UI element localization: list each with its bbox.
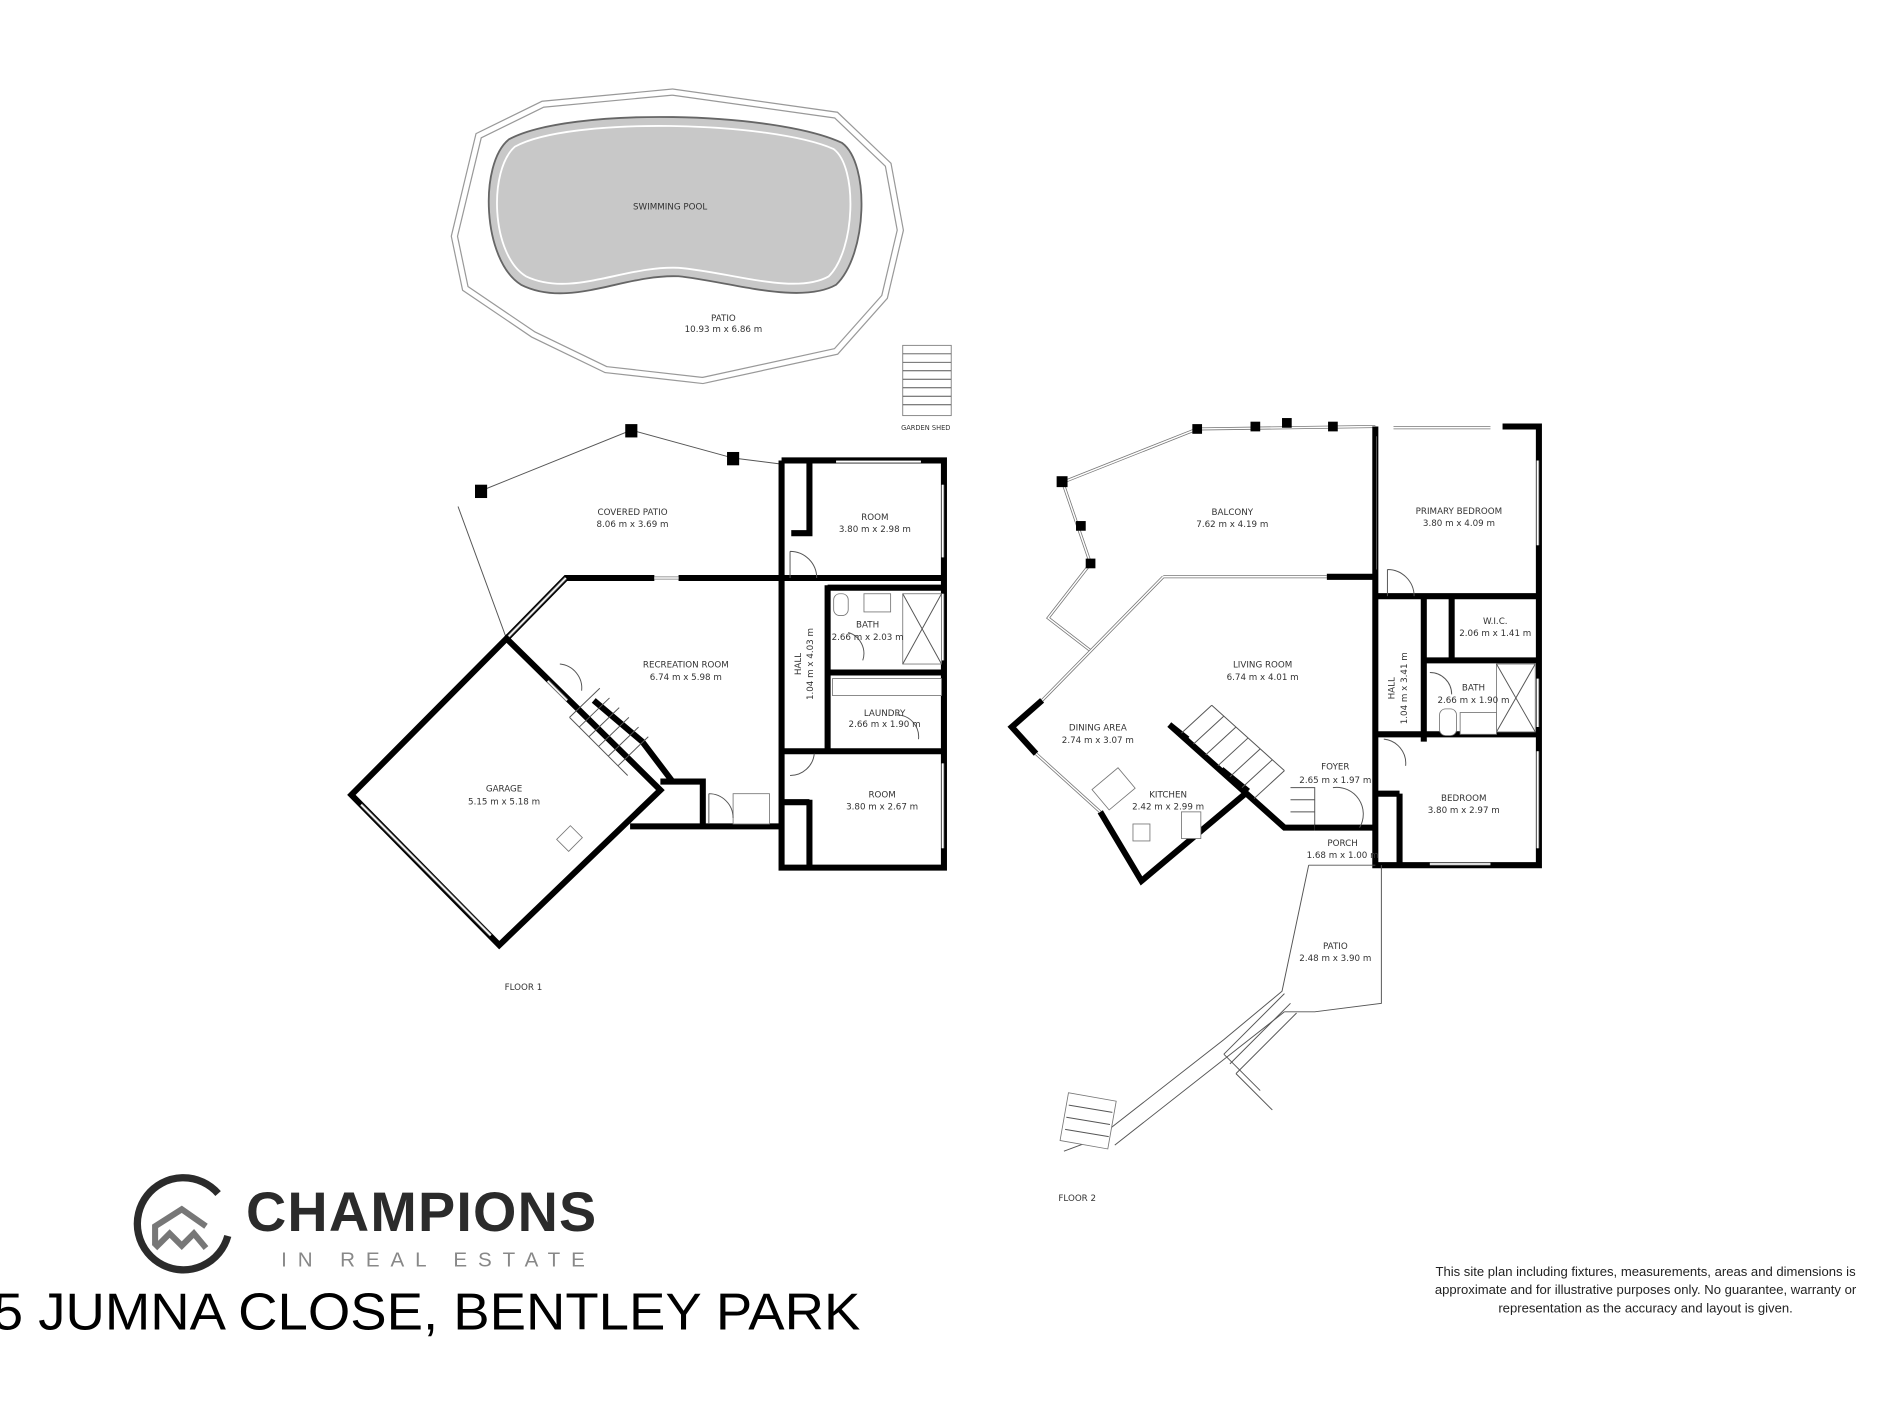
room-name: BALCONY	[1212, 508, 1254, 518]
room-name: PORCH	[1327, 839, 1357, 849]
room-size: 2.48 m x 3.90 m	[1299, 954, 1371, 964]
disclaimer: This site plan including fixtures, measu…	[1435, 1264, 1857, 1315]
room-name: PATIO	[1323, 942, 1348, 952]
room-size: 5.15 m x 5.18 m	[468, 798, 540, 808]
room-size: 2.66 m x 2.03 m	[832, 633, 904, 643]
room-name: KITCHEN	[1149, 790, 1187, 800]
room-size: 2.65 m x 1.97 m	[1299, 776, 1371, 786]
brand-tagline: IN REAL ESTATE	[281, 1248, 596, 1271]
garden-shed-label: GARDEN SHED	[901, 424, 950, 432]
pool-area: SWIMMING POOL PATIO 10.93 m x 6.86 m GAR…	[450, 88, 952, 432]
room-name: DINING AREA	[1069, 724, 1127, 734]
room-size: 7.62 m x 4.19 m	[1196, 520, 1268, 530]
room-name: COVERED PATIO	[597, 508, 667, 518]
patio-size: 10.93 m x 6.86 m	[685, 325, 763, 335]
patio-post	[475, 484, 488, 499]
room-size: 2.06 m x 1.41 m	[1459, 629, 1531, 639]
disclaimer-line: This site plan including fixtures, measu…	[1435, 1264, 1856, 1279]
pool-label: SWIMMING POOL	[633, 203, 707, 213]
room-name: BEDROOM	[1441, 794, 1487, 804]
logo-ring-icon	[133, 1174, 232, 1274]
room-size: 1.68 m x 1.00 m	[1307, 851, 1379, 861]
room-name: PRIMARY BEDROOM	[1416, 507, 1502, 517]
room-size: 1.04 m x 3.41 m	[1400, 652, 1410, 724]
room-size: 6.74 m x 5.98 m	[650, 673, 722, 683]
patio-post	[625, 424, 638, 438]
room-size: 8.06 m x 3.69 m	[596, 520, 668, 530]
patio-stairs	[1059, 993, 1297, 1150]
floor-2: BALCONY 7.62 m x 4.19 m PRIMARY BEDROOM …	[1007, 418, 1542, 1204]
room-name: FOYER	[1321, 762, 1349, 772]
room-name: HALL	[794, 653, 804, 675]
swimming-pool	[487, 116, 863, 295]
garden-shed: GARDEN SHED	[901, 344, 952, 432]
room-size: 3.80 m x 4.09 m	[1423, 519, 1495, 529]
room-size: 2.66 m x 1.90 m	[849, 720, 921, 730]
room-name: W.I.C.	[1483, 617, 1508, 627]
room-size: 3.80 m x 2.98 m	[839, 525, 911, 535]
room-size: 3.80 m x 2.97 m	[1428, 806, 1500, 816]
room-size: 2.42 m x 2.99 m	[1132, 802, 1204, 812]
room-name: LIVING ROOM	[1233, 661, 1292, 671]
disclaimer-line: approximate and for illustrative purpose…	[1435, 1282, 1857, 1297]
room-name: LAUNDRY	[864, 709, 906, 719]
floor2-stairs	[1181, 704, 1316, 828]
logo-house-icon	[152, 1205, 209, 1251]
room-size: 2.74 m x 3.07 m	[1062, 736, 1134, 746]
room-name: RECREATION ROOM	[643, 661, 729, 671]
floor-2-label: FLOOR 2	[1058, 1194, 1096, 1204]
room-name: ROOM	[861, 513, 888, 523]
room-name: BATH	[856, 621, 879, 631]
floor1-stairs	[569, 687, 649, 776]
floor-1: COVERED PATIO 8.06 m x 3.69 m ROOM 3.80 …	[347, 424, 947, 993]
floor-1-label: FLOOR 1	[505, 983, 543, 993]
room-name: HALL	[1388, 677, 1398, 699]
brand-logo: CHAMPIONS IN REAL ESTATE	[133, 1174, 597, 1274]
room-name: BATH	[1462, 684, 1485, 694]
room-name: GARAGE	[486, 784, 523, 794]
room-size: 1.04 m x 4.03 m	[806, 628, 816, 700]
room-name: ROOM	[868, 790, 895, 800]
room-size: 6.74 m x 4.01 m	[1227, 673, 1299, 683]
patio-post	[727, 451, 740, 466]
room-size: 3.80 m x 2.67 m	[846, 802, 918, 812]
room-size: 2.66 m x 1.90 m	[1437, 696, 1509, 706]
brand-name: CHAMPIONS	[246, 1181, 597, 1243]
patio-name: PATIO	[711, 314, 736, 324]
property-address: 5 JUMNA CLOSE, BENTLEY PARK	[0, 1283, 861, 1341]
disclaimer-line: representation as the accuracy and layou…	[1498, 1300, 1792, 1315]
